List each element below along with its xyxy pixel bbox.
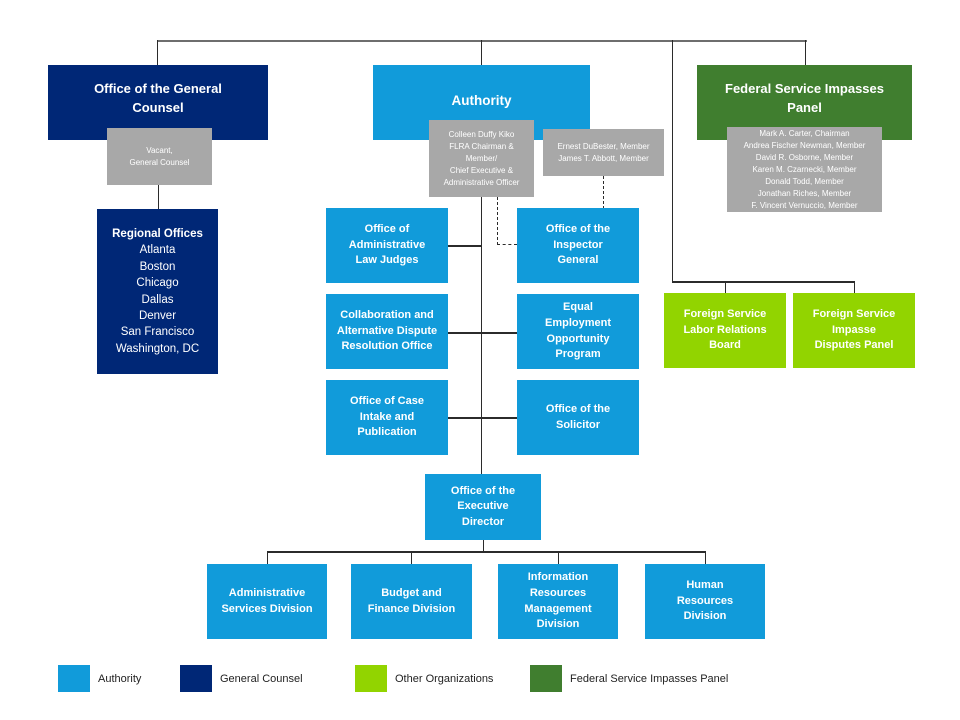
box-authority-members: Ernest DuBester, Member James T. Abbott,… [543, 129, 664, 176]
dashed-chairman-to-ig-horizontal [497, 244, 517, 245]
box-fs-labor-relations-board: Foreign Service Labor Relations Board [664, 293, 786, 368]
connector-drop-fs-disputes-panel [854, 281, 855, 294]
connector-drop-budget-finance [411, 551, 412, 565]
connector-drop-general-counsel [157, 40, 158, 65]
box-office-of-general-counsel: Office of the General Counsel [48, 65, 268, 140]
box-budget-finance-division: Budget and Finance Division [351, 564, 472, 639]
legend-swatch-other-organizations [355, 665, 387, 692]
box-office-of-solicitor: Office of the Solicitor [517, 380, 639, 455]
dashed-chairman-to-ig-vertical [497, 197, 498, 245]
box-info-resources-mgmt-division: Information Resources Management Divisio… [498, 564, 618, 639]
connector-drop-fs-labor-board [725, 281, 726, 294]
box-office-case-intake-publication: Office of Case Intake and Publication [326, 380, 448, 455]
legend-label-impasses-panel: Federal Service Impasses Panel [570, 672, 729, 685]
connector-row1-branch [448, 245, 481, 247]
legend-item-impasses-panel: Federal Service Impasses Panel [530, 665, 728, 692]
connector-foreign-service-vertical [672, 40, 673, 282]
box-office-admin-law-judges: Office of Administrative Law Judges [326, 208, 448, 283]
box-office-executive-director: Office of the Executive Director [425, 474, 541, 540]
box-office-inspector-general: Office of the Inspector General [517, 208, 639, 283]
box-regional-offices: Regional Offices Atlanta Boston Chicago … [97, 209, 218, 374]
connector-foreign-service-horizontal [672, 281, 855, 283]
connector-authority-spine [481, 140, 482, 474]
connector-row3-branch [448, 417, 517, 419]
connector-divisions-horizontal [267, 551, 705, 553]
box-human-resources-division: Human Resources Division [645, 564, 765, 639]
connector-drop-admin-services [267, 551, 268, 565]
regional-offices-title: Regional Offices [112, 227, 203, 240]
connector-drop-info-resources [558, 551, 559, 565]
legend-label-other-organizations: Other Organizations [395, 672, 494, 685]
legend-swatch-impasses-panel [530, 665, 562, 692]
box-collaboration-adr-office: Collaboration and Alternative Dispute Re… [326, 294, 448, 369]
legend-label-general-counsel: General Counsel [220, 672, 303, 685]
legend-item-general-counsel: General Counsel [180, 665, 303, 692]
connector-drop-impasses-panel [805, 40, 806, 65]
box-general-counsel-staff: Vacant, General Counsel [107, 128, 212, 185]
regional-offices-cities: Atlanta Boston Chicago Dallas Denver San… [115, 244, 200, 355]
legend-item-other-organizations: Other Organizations [355, 665, 493, 692]
box-authority-chairman: Colleen Duffy Kiko FLRA Chairman & Membe… [429, 120, 534, 197]
box-fs-impasse-disputes-panel: Foreign Service Impasse Disputes Panel [793, 293, 915, 368]
box-impasses-panel-members: Mark A. Carter, Chairman Andrea Fischer … [727, 127, 882, 212]
connector-row2-branch [448, 332, 517, 334]
connector-drop-human-resources [705, 551, 706, 565]
box-admin-services-division: Administrative Services Division [207, 564, 327, 639]
connector-executive-stem [483, 540, 484, 553]
legend-item-authority: Authority [58, 665, 141, 692]
legend-swatch-authority [58, 665, 90, 692]
legend-label-authority: Authority [98, 672, 142, 685]
legend-swatch-general-counsel [180, 665, 212, 692]
box-eeo-program: Equal Employment Opportunity Program [517, 294, 639, 369]
dashed-members-to-ig-vertical [603, 176, 604, 209]
connector-drop-authority [481, 40, 482, 65]
connector-top-horizontal [157, 40, 807, 42]
